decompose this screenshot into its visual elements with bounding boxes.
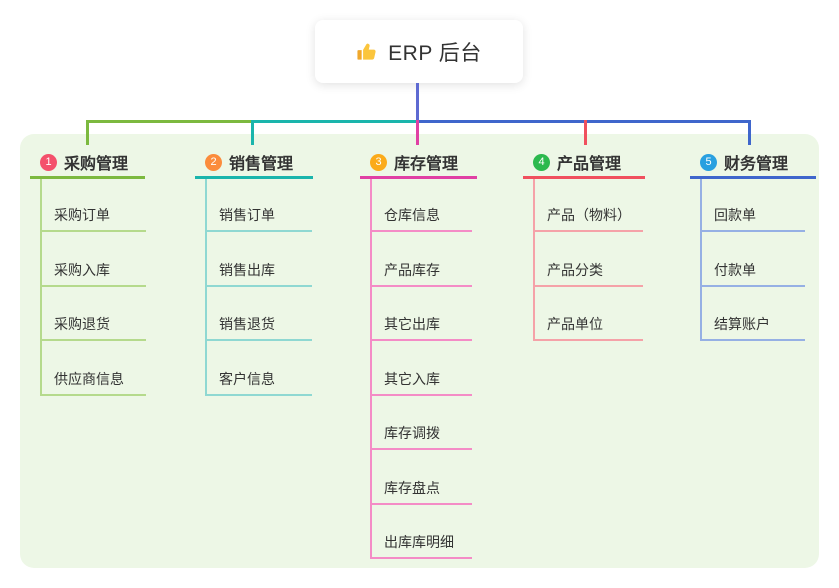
branch-header-2[interactable]: 2 销售管理 [205, 150, 293, 174]
thumbs-up-icon [356, 40, 379, 63]
bus-segment-2 [251, 120, 419, 123]
branch-underline [195, 176, 313, 179]
branch-title: 采购管理 [64, 156, 129, 173]
item-underline [205, 230, 312, 232]
item-underline [370, 230, 472, 232]
branch-item[interactable]: 销售订单 [219, 207, 275, 223]
item-underline [205, 339, 312, 341]
branch-drop-line [748, 120, 751, 145]
branch-item[interactable]: 采购订单 [54, 207, 110, 223]
branch-title: 库存管理 [394, 156, 459, 173]
item-underline [700, 230, 805, 232]
item-underline [370, 394, 472, 396]
branch-underline [30, 176, 145, 179]
branch-drop-line [251, 120, 254, 145]
branch-spine-line [205, 179, 207, 396]
branch-number-badge: 1 [40, 153, 57, 171]
item-underline [205, 394, 312, 396]
root-connector-line [416, 83, 419, 123]
branch-item[interactable]: 库存盘点 [384, 480, 440, 496]
branch-item[interactable]: 销售退货 [219, 316, 275, 332]
branch-title: 产品管理 [557, 156, 622, 173]
branch-item[interactable]: 其它出库 [384, 316, 440, 332]
item-underline [700, 285, 805, 287]
item-underline [40, 339, 146, 341]
branch-header-5[interactable]: 5 财务管理 [700, 150, 788, 174]
branch-header-4[interactable]: 4 产品管理 [533, 150, 621, 174]
branch-spine-line [370, 179, 372, 559]
item-underline [370, 503, 472, 505]
branch-drop-line [584, 120, 587, 145]
branch-item[interactable]: 结算账户 [714, 316, 770, 332]
branch-number-badge: 2 [205, 153, 222, 171]
branch-header-3[interactable]: 3 库存管理 [370, 150, 458, 174]
branch-item[interactable]: 客户信息 [219, 371, 275, 387]
root-node[interactable]: ERP 后台 [315, 20, 523, 83]
branch-spine-line [533, 179, 535, 341]
item-underline [533, 230, 643, 232]
branch-header-1[interactable]: 1 采购管理 [40, 150, 128, 174]
bus-segment-3 [416, 120, 751, 123]
branch-item[interactable]: 采购入库 [54, 262, 110, 278]
bus-segment-1 [86, 120, 254, 123]
branch-item[interactable]: 回款单 [714, 207, 756, 223]
item-underline [533, 285, 643, 287]
item-underline [40, 394, 146, 396]
branch-number-badge: 5 [700, 153, 717, 171]
branch-underline [523, 176, 645, 179]
branch-item[interactable]: 产品分类 [547, 262, 603, 278]
branch-underline [360, 176, 477, 179]
branch-item[interactable]: 其它入库 [384, 371, 440, 387]
branch-item[interactable]: 供应商信息 [54, 371, 124, 387]
item-underline [205, 285, 312, 287]
root-title: ERP 后台 [388, 41, 482, 65]
branch-underline [690, 176, 816, 179]
item-underline [370, 448, 472, 450]
branch-spine-line [40, 179, 42, 396]
branch-number-badge: 4 [533, 153, 550, 171]
branch-drop-line [416, 120, 419, 145]
branch-spine-line [700, 179, 702, 341]
branch-drop-line [86, 120, 89, 145]
item-underline [40, 285, 146, 287]
branch-title: 财务管理 [724, 156, 789, 173]
branch-number-badge: 3 [370, 153, 387, 171]
branch-item[interactable]: 仓库信息 [384, 207, 440, 223]
item-underline [370, 285, 472, 287]
branch-item[interactable]: 产品单位 [547, 316, 603, 332]
branch-item[interactable]: 库存调拨 [384, 425, 440, 441]
item-underline [370, 339, 472, 341]
branch-item[interactable]: 付款单 [714, 262, 756, 278]
branch-item[interactable]: 产品（物料） [547, 207, 631, 223]
item-underline [40, 230, 146, 232]
item-underline [533, 339, 643, 341]
branch-title: 销售管理 [229, 156, 294, 173]
item-underline [700, 339, 805, 341]
branch-item[interactable]: 产品库存 [384, 262, 440, 278]
item-underline [370, 557, 472, 559]
branch-item[interactable]: 采购退货 [54, 316, 110, 332]
branch-item[interactable]: 出库库明细 [384, 534, 454, 550]
branch-item[interactable]: 销售出库 [219, 262, 275, 278]
branches-panel [20, 134, 819, 568]
